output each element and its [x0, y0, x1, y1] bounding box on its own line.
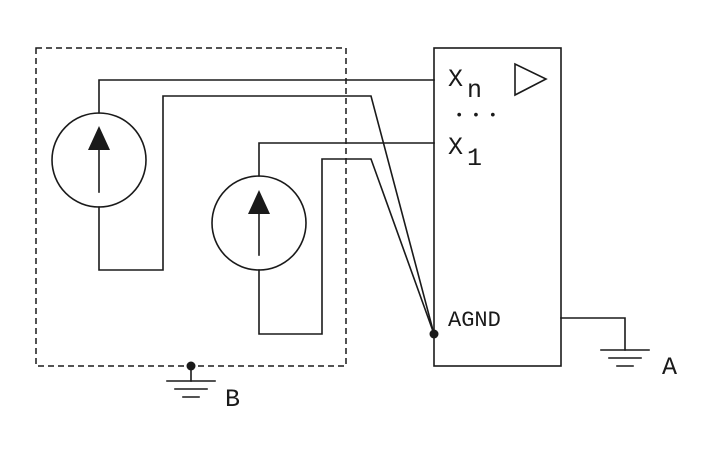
device-box: [433, 47, 562, 367]
wire-source2-to-x1: [258, 142, 435, 177]
wire-agnd-to-ground-a: [560, 317, 626, 351]
label-xn-subscript: n: [467, 76, 482, 105]
label-agnd: AGND: [448, 308, 501, 333]
current-source-1: [51, 112, 147, 208]
label-ground-a: A: [662, 353, 677, 382]
wire-source1-return: [98, 95, 435, 335]
ground-a-symbol: [600, 349, 650, 367]
wire-source1-to-xn: [98, 79, 435, 114]
agnd-junction-dot: [429, 329, 439, 339]
ground-b-symbol: [166, 380, 216, 398]
label-x1-subscript: 1: [467, 144, 482, 173]
label-ground-b: B: [225, 385, 240, 414]
label-xn: X: [448, 65, 463, 94]
amplifier-triangle-icon: [514, 62, 548, 97]
source-2-arrowhead: [248, 190, 270, 214]
label-ellipsis: • • •: [455, 108, 497, 124]
current-source-2: [211, 175, 307, 271]
wire-source2-return: [258, 158, 436, 336]
source-1-arrowhead: [88, 126, 110, 150]
label-x1: X: [448, 133, 463, 162]
